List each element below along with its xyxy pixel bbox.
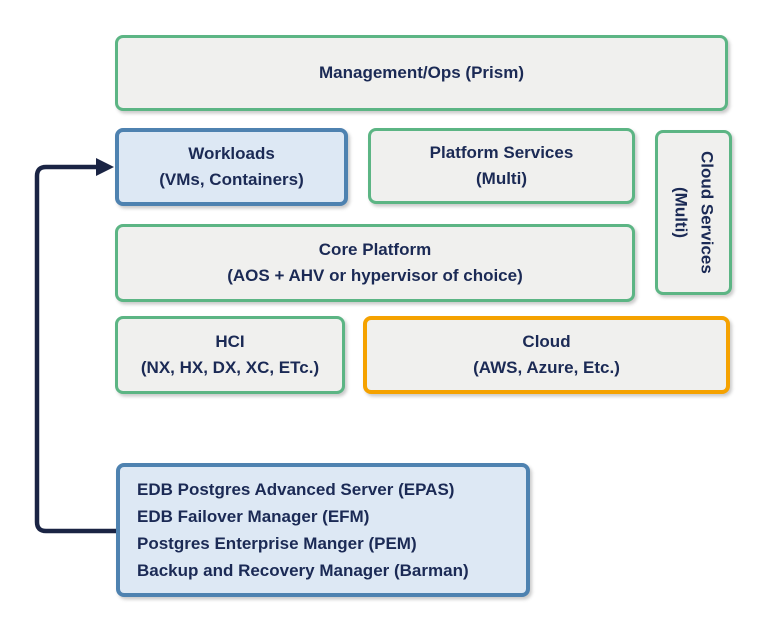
box-core-platform: Core Platform (AOS + AHV or hypervisor o… [115, 224, 635, 302]
box-hci: HCI (NX, HX, DX, XC, ETc.) [115, 316, 345, 394]
box-cloud-services-vertical-text: Cloud Services (Multi) [668, 151, 720, 274]
box-core-platform-title: Core Platform [318, 240, 432, 259]
box-cloud-services-subtitle: (Multi) [671, 187, 691, 238]
box-cloud-services: Cloud Services (Multi) [655, 130, 732, 295]
box-platform-services: Platform Services (Multi) [368, 128, 635, 204]
arrowhead-icon [96, 158, 114, 176]
box-management-ops-label: Management/Ops (Prism) [319, 63, 524, 82]
edb-line-efm: EDB Failover Manager (EFM) [137, 507, 370, 526]
box-hci-subtitle: (NX, HX, DX, XC, ETc.) [140, 358, 320, 377]
edb-line-epas: EDB Postgres Advanced Server (EPAS) [137, 480, 455, 499]
box-workloads: Workloads (VMs, Containers) [115, 128, 348, 206]
box-workloads-title: Workloads [188, 144, 275, 163]
box-edb-components: EDB Postgres Advanced Server (EPAS) EDB … [116, 463, 530, 597]
box-platform-services-title: Platform Services [429, 143, 574, 162]
box-hci-title: HCI [215, 332, 245, 351]
box-cloud-title: Cloud [522, 332, 571, 351]
box-core-platform-subtitle: (AOS + AHV or hypervisor of choice) [227, 266, 523, 285]
box-cloud: Cloud (AWS, Azure, Etc.) [363, 316, 730, 394]
box-workloads-subtitle: (VMs, Containers) [159, 170, 304, 189]
edb-line-pem: Postgres Enterprise Manger (PEM) [137, 534, 417, 553]
box-platform-services-subtitle: (Multi) [476, 169, 527, 188]
box-cloud-services-title: Cloud Services [697, 151, 717, 274]
box-cloud-subtitle: (AWS, Azure, Etc.) [473, 358, 620, 377]
box-management-ops: Management/Ops (Prism) [115, 35, 728, 111]
edb-line-barman: Backup and Recovery Manager (Barman) [137, 561, 469, 580]
